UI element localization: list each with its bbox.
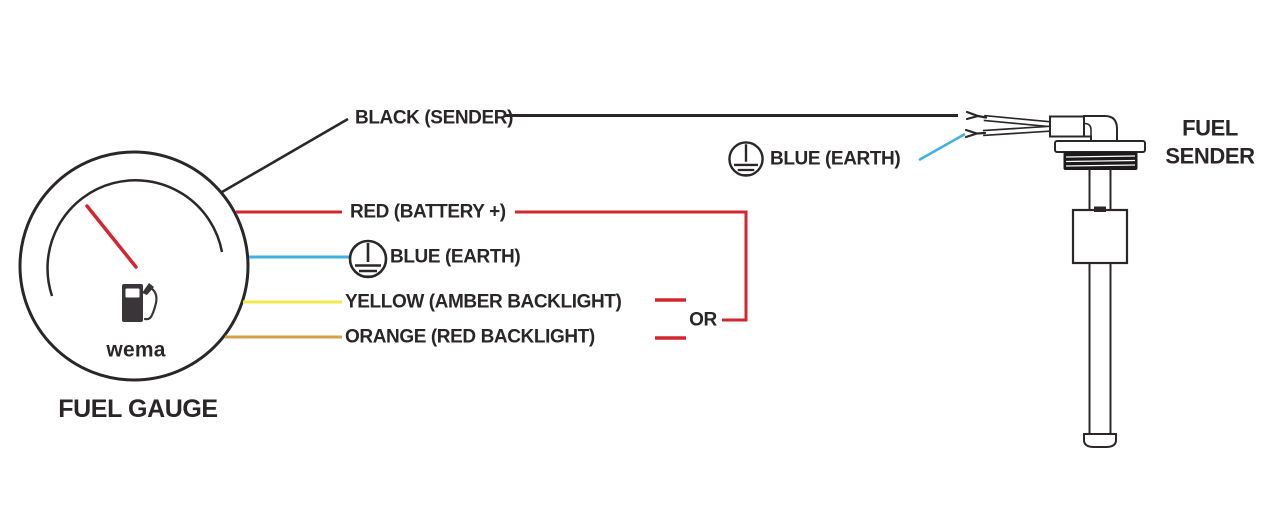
wire-blue-sender-label: BLUE (EARTH) [770, 149, 900, 170]
wire-yellow-label: YELLOW (AMBER BACKLIGHT) [345, 292, 621, 313]
fuel-gauge: wema FUEL GAUGE [18, 150, 250, 423]
fuel-sender [964, 110, 1146, 448]
sender-elbow-inner-line [1084, 122, 1092, 141]
wire-black-label: BLACK (SENDER) [355, 108, 513, 129]
wire-blue-gauge-label: BLUE (EARTH) [390, 247, 520, 268]
sender-float-collar [1094, 206, 1106, 212]
wire-black-sender: BLACK (SENDER) [221, 108, 958, 194]
sender-crimp-connector [1049, 115, 1085, 138]
gauge-caption: FUEL GAUGE [58, 395, 217, 423]
fork-terminal-top-icon [965, 110, 988, 121]
wire-blue-earth-sender: BLUE (EARTH) [728, 132, 966, 177]
sender-elbow-fitting [1083, 115, 1118, 142]
sender-float [1071, 208, 1129, 265]
fork-terminal-bottom-icon [964, 128, 987, 139]
gauge-needle [85, 204, 138, 269]
wire-blue-earth-gauge: BLUE (EARTH) [249, 239, 521, 279]
earth-ground-icon-sender [728, 141, 764, 177]
wire-red-label: RED (BATTERY +) [350, 202, 506, 223]
pump-hose [143, 286, 158, 321]
wire-red-right-elbow [515, 210, 748, 322]
thread-groove [1065, 159, 1136, 163]
wire-black-diagonal-segment [221, 117, 349, 194]
wire-orange-label: ORANGE (RED BACKLIGHT) [345, 327, 595, 348]
thread-groove [1065, 164, 1136, 167]
gauge-dial-arc [46, 179, 224, 297]
pump-nozzle [142, 283, 154, 295]
fuel-pump-icon [122, 283, 158, 322]
sender-lead-wire-top [983, 116, 1054, 127]
sender-caption: FUEL SENDER [1165, 116, 1255, 169]
wire-yellow-backlight: YELLOW (AMBER BACKLIGHT) [243, 292, 622, 313]
sender-flange [1054, 140, 1146, 153]
wire-blue-diagonal-segment [918, 132, 966, 162]
sender-end-cap [1083, 433, 1117, 448]
wire-red-battery: RED (BATTERY +) OR [236, 202, 748, 340]
earth-ground-icon [348, 239, 388, 279]
pump-window [125, 288, 140, 298]
sender-caption-line2: SENDER [1165, 144, 1255, 169]
sender-lead-wire-bottom [982, 126, 1054, 135]
sender-caption-line1: FUEL [1182, 116, 1238, 141]
gauge-brand: wema [105, 339, 165, 362]
wire-orange-backlight: ORANGE (RED BACKLIGHT) [225, 327, 595, 348]
thread-groove [1065, 155, 1136, 158]
or-label: OR [689, 310, 717, 331]
